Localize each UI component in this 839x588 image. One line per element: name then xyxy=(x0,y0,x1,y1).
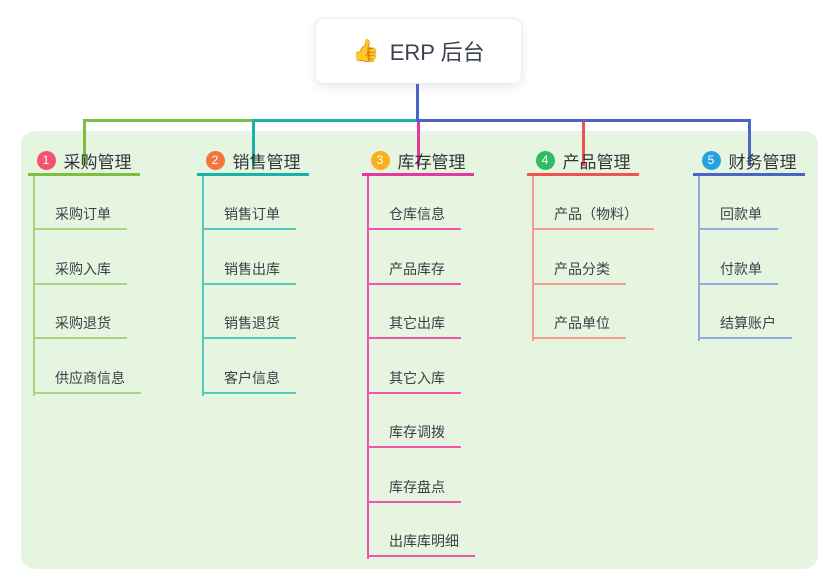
branch-node-label: 财务管理 xyxy=(728,152,797,172)
branch-child-rail xyxy=(698,176,700,341)
connector-horizontal xyxy=(251,119,419,122)
child-node[interactable]: 其它出库 xyxy=(367,313,461,339)
branch-child-rail xyxy=(367,176,369,559)
child-node[interactable]: 采购订单 xyxy=(33,204,127,230)
branch-index-badge: 3 xyxy=(370,150,390,170)
child-node[interactable]: 销售订单 xyxy=(202,204,296,230)
branch-child-rail xyxy=(532,176,534,341)
branch-index-badge: 2 xyxy=(205,150,225,170)
child-node[interactable]: 库存盘点 xyxy=(367,477,461,503)
branches-panel xyxy=(21,131,818,569)
branch-index-badge: 1 xyxy=(36,150,56,170)
child-node[interactable]: 产品库存 xyxy=(367,259,461,285)
branch-node-5[interactable]: 5 财务管理 xyxy=(693,147,805,176)
branch-child-rail xyxy=(202,176,204,396)
branch-node-label: 销售管理 xyxy=(232,152,301,172)
connector-riser xyxy=(581,122,585,166)
child-node[interactable]: 销售退货 xyxy=(202,313,296,339)
connector-horizontal xyxy=(416,119,751,122)
branch-node-4[interactable]: 4 产品管理 xyxy=(527,147,639,176)
branch-node-label: 产品管理 xyxy=(562,152,631,172)
root-stem-line xyxy=(416,84,419,122)
child-node[interactable]: 客户信息 xyxy=(202,368,296,394)
branch-index-badge: 4 xyxy=(535,150,555,170)
child-node[interactable]: 产品单位 xyxy=(532,313,626,339)
connector-horizontal xyxy=(82,119,419,122)
connector-riser xyxy=(82,122,86,166)
child-node[interactable]: 产品（物料） xyxy=(532,204,654,230)
child-node[interactable]: 库存调拨 xyxy=(367,422,461,448)
branch-node-label: 库存管理 xyxy=(397,152,466,172)
child-node[interactable]: 回款单 xyxy=(698,204,778,230)
child-node[interactable]: 出库库明细 xyxy=(367,531,475,557)
child-node[interactable]: 产品分类 xyxy=(532,259,626,285)
child-node[interactable]: 其它入库 xyxy=(367,368,461,394)
branch-node-label: 采购管理 xyxy=(63,152,132,172)
branch-index-badge: 5 xyxy=(701,150,721,170)
branch-node-3[interactable]: 3 库存管理 xyxy=(362,147,474,176)
branch-child-rail xyxy=(33,176,35,396)
child-node[interactable]: 供应商信息 xyxy=(33,368,141,394)
child-node[interactable]: 销售出库 xyxy=(202,259,296,285)
connector-riser xyxy=(251,122,255,166)
branch-node-1[interactable]: 1 采购管理 xyxy=(28,147,140,176)
thumbs-up-icon: 👍 xyxy=(352,38,380,63)
connector-riser xyxy=(747,122,751,166)
child-node[interactable]: 采购入库 xyxy=(33,259,127,285)
root-node[interactable]: 👍 ERP 后台 xyxy=(315,18,522,84)
child-node[interactable]: 付款单 xyxy=(698,259,778,285)
connector-riser xyxy=(416,122,420,166)
root-node-label: ERP 后台 xyxy=(389,40,485,65)
child-node[interactable]: 结算账户 xyxy=(698,313,792,339)
child-node[interactable]: 仓库信息 xyxy=(367,204,461,230)
child-node[interactable]: 采购退货 xyxy=(33,313,127,339)
branch-node-2[interactable]: 2 销售管理 xyxy=(197,147,309,176)
